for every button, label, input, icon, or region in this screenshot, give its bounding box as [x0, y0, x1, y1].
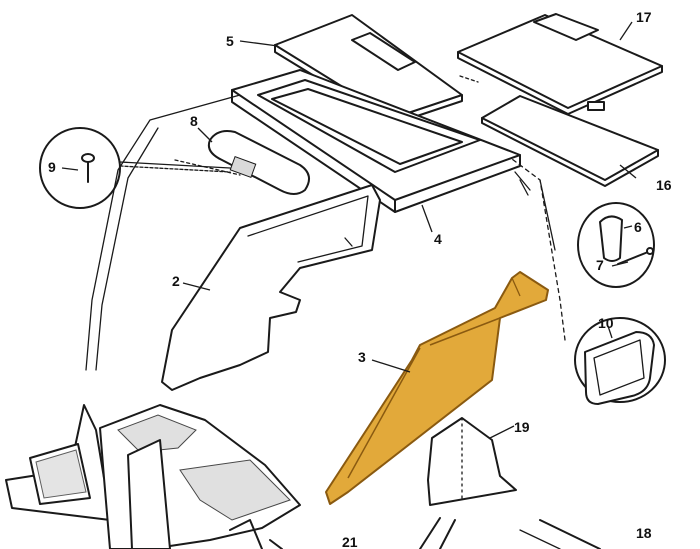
callout-9: 9 — [48, 159, 56, 175]
callout-3: 3 — [358, 349, 366, 365]
leader-lines — [182, 21, 637, 439]
part-3-highlighted-trim-panel — [325, 271, 549, 505]
part-4-roof-frame — [231, 69, 531, 213]
callout-10: 10 — [598, 315, 614, 331]
callout-5: 5 — [226, 33, 234, 49]
callout-7: 7 — [596, 257, 604, 273]
callout-2: 2 — [172, 273, 180, 289]
callout-16: 16 — [656, 177, 672, 193]
part-8-mirror — [119, 130, 310, 195]
callout-19: 19 — [514, 419, 530, 435]
part-9-screw-detail — [39, 127, 121, 209]
part-6-7-latch-detail — [577, 202, 655, 288]
part-17-roof-cover — [457, 13, 663, 115]
part-10-work-light — [574, 317, 666, 405]
part-19-bracket — [427, 417, 517, 506]
callout-8: 8 — [190, 113, 198, 129]
lower-right-partial-parts — [419, 517, 601, 549]
callout-17: 17 — [636, 9, 652, 25]
part-2-side-panel — [161, 184, 381, 391]
callout-18: 18 — [636, 525, 652, 541]
part-16-headliner — [481, 95, 659, 187]
callout-6: 6 — [634, 219, 642, 235]
floor-assembly — [5, 404, 301, 549]
callout-4: 4 — [434, 231, 442, 247]
callout-21: 21 — [342, 534, 358, 549]
callout-labels: 5 17 8 9 16 4 6 7 2 10 3 19 21 18 — [48, 9, 672, 549]
